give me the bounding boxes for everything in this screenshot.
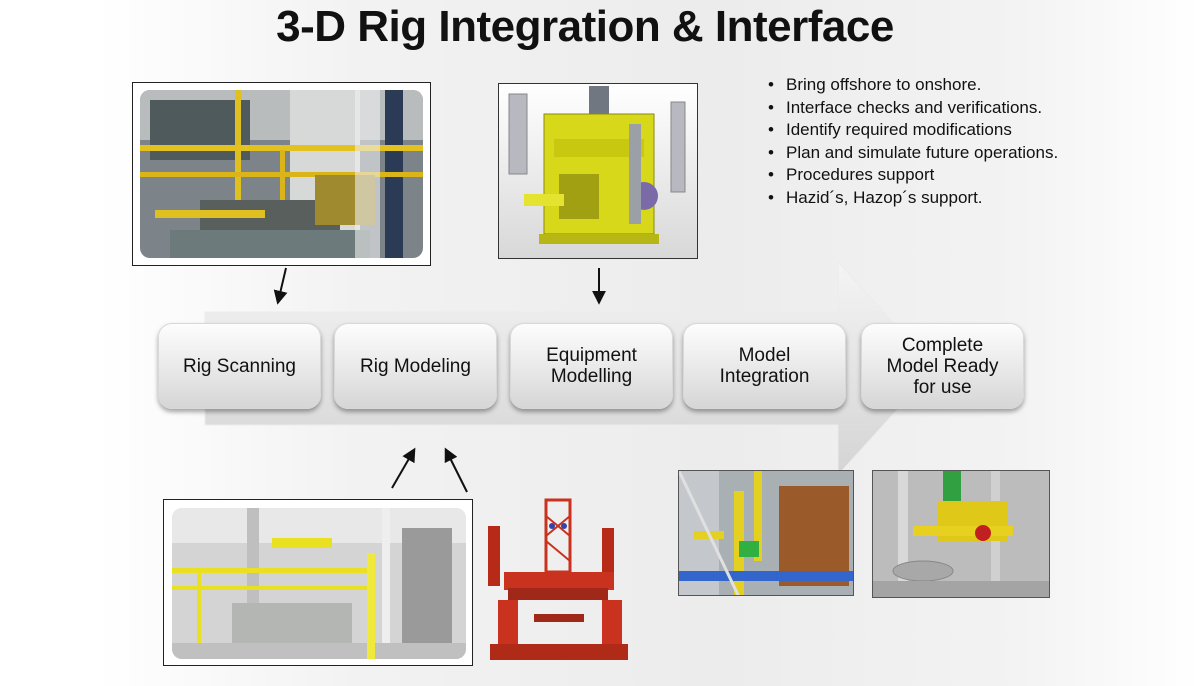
step-rig-modeling: Rig Modeling xyxy=(334,323,497,409)
arrow-scan-to-step xyxy=(273,267,288,305)
arrow-model-photo-to-step xyxy=(391,447,416,489)
rig-interior-image xyxy=(140,90,423,258)
bullet-item: Hazid´s, Hazop´s support. xyxy=(766,187,1066,210)
integration-image-1 xyxy=(679,471,853,595)
rig-model-image xyxy=(172,508,466,659)
equipment-model-image xyxy=(499,84,697,258)
benefits-list: Bring offshore to onshore. Interface che… xyxy=(766,74,1066,210)
equipment-model-photo xyxy=(498,83,698,259)
bullet-item: Interface checks and verifications. xyxy=(766,97,1066,120)
arrow-rig-to-step xyxy=(444,447,468,493)
rig-model-photo xyxy=(163,499,473,666)
bullet-item: Bring offshore to onshore. xyxy=(766,74,1066,97)
step-equipment-modelling: Equipment Modelling xyxy=(510,323,673,409)
semisub-rig-illustration xyxy=(488,498,628,660)
step-complete-model-ready: Complete Model Ready for use xyxy=(861,323,1024,409)
step-rig-scanning: Rig Scanning xyxy=(158,323,321,409)
bullet-item: Identify required modifications xyxy=(766,119,1066,142)
bullet-item: Procedures support xyxy=(766,164,1066,187)
bullet-item: Plan and simulate future operations. xyxy=(766,142,1066,165)
rig-scan-photo xyxy=(132,82,431,266)
integration-photo-2 xyxy=(872,470,1050,598)
integration-photo-1 xyxy=(678,470,854,596)
slide-title: 3-D Rig Integration & Interface xyxy=(276,2,894,51)
step-model-integration: Model Integration xyxy=(683,323,846,409)
integration-image-2 xyxy=(873,471,1049,597)
